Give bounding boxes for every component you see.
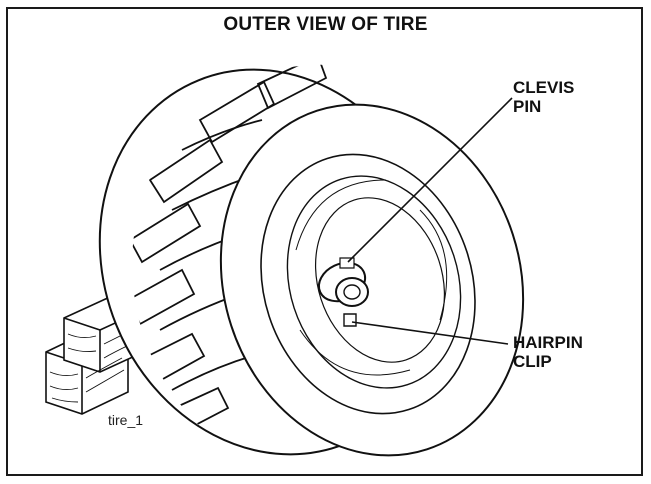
leader-lines	[348, 98, 512, 344]
hairpin-clip-leader	[352, 322, 508, 344]
wheel-hub	[313, 256, 372, 326]
hairpin-clip-label: HAIRPIN CLIP	[513, 333, 583, 371]
clevis-pin-leader	[348, 98, 512, 262]
clevis-pin-label: CLEVIS PIN	[513, 78, 575, 116]
tire-sidewall	[176, 65, 568, 484]
figure-caption: tire_1	[108, 412, 144, 428]
page-title: OUTER VIEW OF TIRE	[223, 14, 428, 35]
